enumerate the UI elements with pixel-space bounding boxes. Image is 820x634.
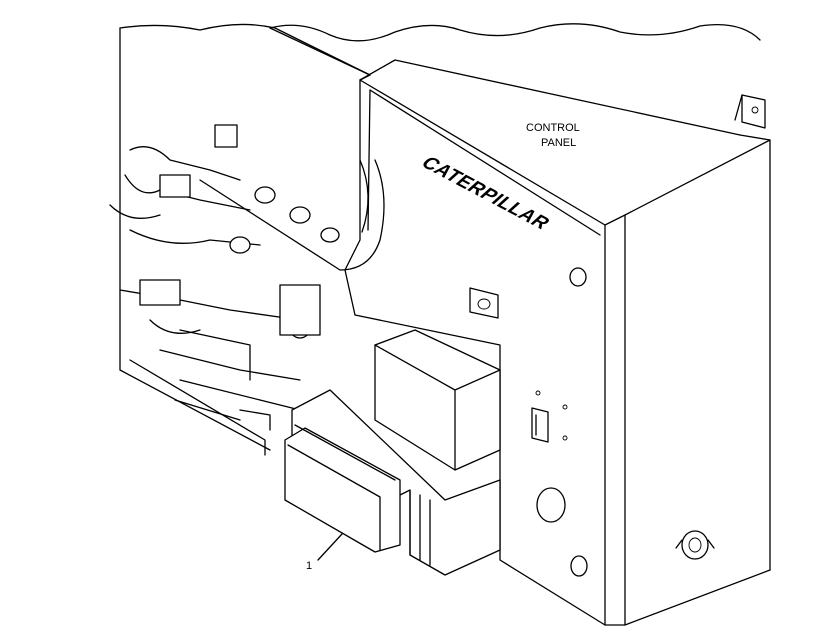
control-panel-label-line2: PANEL — [541, 137, 576, 149]
side-latch — [531, 390, 568, 443]
rear-enclosure — [119, 23, 371, 456]
knockout-hole-lower — [570, 555, 588, 577]
top-hinge-tab — [734, 94, 766, 129]
internal-wiring — [109, 124, 340, 431]
cable-harness — [199, 159, 385, 271]
knockout-hole-upper — [569, 267, 587, 287]
top-cover-edge — [269, 23, 761, 42]
control-panel-label-line1: CONTROL — [526, 122, 580, 134]
mount-bracket — [469, 287, 499, 319]
side-connector — [675, 530, 715, 560]
knockout-hole-middle — [536, 487, 566, 523]
callout-1: 1 — [306, 533, 343, 572]
electronic-module — [284, 329, 501, 576]
front-door-panel — [344, 59, 771, 626]
callout-1-number: 1 — [306, 560, 312, 572]
